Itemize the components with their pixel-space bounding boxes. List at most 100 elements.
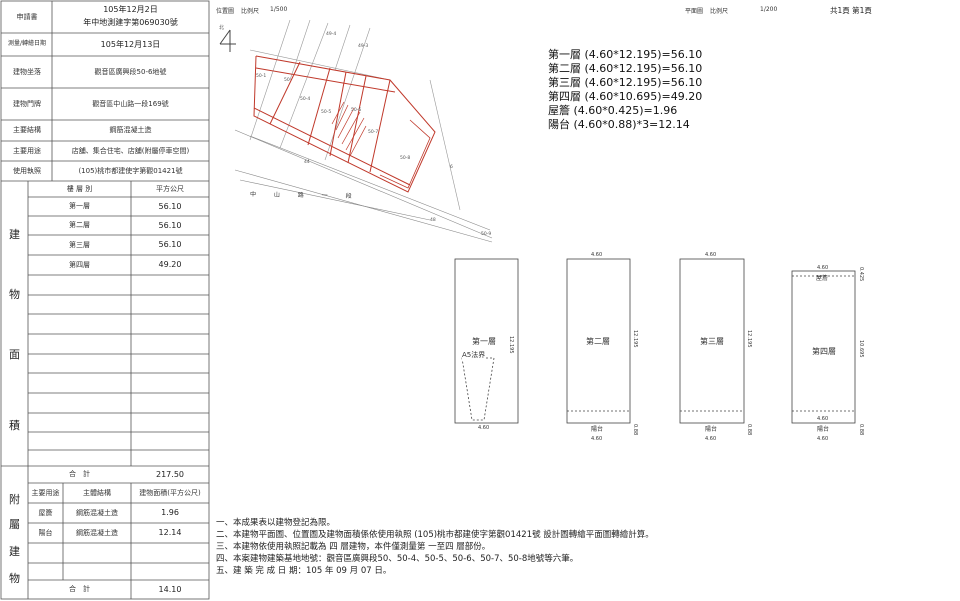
location-map-drawing (234, 20, 493, 243)
location-map-scale-label: 比例尺 (241, 8, 260, 15)
annex-header-use: 主要用途 (31, 488, 60, 497)
annex-total-label: 合 計 (69, 585, 90, 594)
location-map-scale-value: 1/500 (270, 6, 288, 13)
calculations-block: 第一層 (4.60*12.195)=56.10 第二層 (4.60*12.195… (548, 48, 702, 132)
parcel-label-49-3: 49-3 (358, 44, 369, 49)
annex-row-2-use: 陽台 (38, 528, 53, 537)
plan-2-width-bottom: 4.60 (591, 436, 603, 442)
note-5: 五、建 築 完 成 日 期：105 年 09 月 07 日。 (216, 566, 392, 576)
plan-2-width-top: 4.60 (591, 252, 603, 258)
left-table-grid (0, 0, 210, 600)
floor-plans-drawing (454, 258, 856, 424)
annex-row-1-use: 屋簷 (38, 508, 53, 517)
label-building-location: 建物坐落 (13, 67, 41, 76)
value-application-no: 年中地測建字第069030號 (83, 18, 178, 28)
label-use-permit: 使用執照 (13, 166, 41, 175)
plan-3-balcony: 陽台 (705, 426, 718, 433)
floor-row-1-name: 第一層 (69, 202, 90, 211)
plan-4-eave: 屋簷 (816, 275, 829, 282)
page-info: 共1頁 第1頁 (830, 6, 872, 15)
floor-row-2-area: 56.10 (158, 220, 182, 230)
parcel-label-44: 44 (304, 160, 310, 165)
floor-plan-scale-value: 1/200 (760, 6, 778, 13)
plan-3-width-top: 4.60 (705, 252, 717, 258)
plan-2-balcony-depth: 0.88 (632, 424, 638, 436)
area-total-label: 合 計 (69, 470, 90, 479)
side-char-area-1: 建 (9, 227, 20, 241)
side-char-annex-4: 物 (9, 571, 20, 585)
label-house-number: 建物門牌 (13, 99, 41, 108)
parcel-label-50: 50 (284, 78, 290, 83)
calc-line-1: 第一層 (4.60*12.195)=56.10 (548, 48, 703, 61)
parcel-label-48: 48 (430, 218, 436, 223)
plan-4-name: 第四層 (812, 347, 836, 356)
parcel-label-50-5: 50-5 (321, 110, 332, 115)
road-label: 中 山 路 一 段 (249, 191, 360, 200)
parcel-label-50-1: 50-1 (256, 74, 267, 79)
floor-row-4-name: 第四層 (69, 260, 90, 269)
north-arrow-icon (219, 29, 236, 52)
plan-4-width-top: 4.60 (817, 265, 829, 271)
note-4: 四、本案建物建築基地地號：觀音區廣興段50、50-4、50-5、50-6、50-… (216, 554, 579, 564)
floor-row-4-area: 49.20 (158, 260, 182, 270)
value-building-location: 觀音區廣興段50-6地號 (94, 67, 167, 76)
label-survey-date: 測量/轉繪日期 (7, 40, 47, 48)
floor-row-3-name: 第三層 (69, 240, 90, 249)
value-survey-date: 105年12月13日 (100, 39, 161, 49)
value-house-number: 觀音區中山路一段169號 (92, 99, 169, 108)
floor-row-1-area: 56.10 (158, 201, 182, 211)
side-char-annex-1: 附 (9, 492, 20, 506)
plan-1-name: 第一層 (472, 337, 496, 346)
annex-total-value: 14.10 (158, 584, 182, 594)
plan-1-width: 4.60 (478, 425, 490, 431)
note-1: 一、本成果表以建物登記為限。 (216, 518, 336, 528)
plan-3-balcony-depth: 0.88 (746, 424, 752, 436)
parcel-label-49-4: 49-4 (326, 32, 337, 37)
plan-2-name: 第二層 (586, 337, 610, 346)
note-2: 二、本建物平面圖、位置圖及建物面積係依使用執照 (105)桃市都建使字第觀014… (216, 530, 654, 540)
left-table: 申請書 105年12月2日 年中地測建字第069030號 測量/轉繪日期 105… (0, 0, 210, 601)
note-3: 三、本建物依使用執照記載為 四 層建物，本件僅測量第 一至四 層部份。 (216, 542, 491, 552)
plan-1-depth: 12.195 (508, 336, 514, 354)
side-char-annex-3: 建 (9, 544, 20, 558)
plan-4-balcony: 陽台 (817, 426, 830, 433)
location-map-title: 位置圖 (216, 8, 235, 15)
plan-4-width-bottom: 4.60 (817, 436, 829, 442)
header-area: 平方公尺 (156, 184, 184, 193)
annex-row-2-area: 12.14 (158, 528, 182, 538)
notes-block: 一、本成果表以建物登記為限。 二、本建物平面圖、位置圖及建物面積係依使用執照 (… (216, 517, 654, 577)
plan-2-balcony: 陽台 (591, 426, 604, 433)
plan-3-depth: 12.195 (746, 330, 752, 348)
annex-row-1-struct: 鋼筋混凝土造 (76, 508, 118, 517)
annex-row-1-area: 1.96 (161, 508, 179, 518)
side-char-area-4: 積 (9, 418, 20, 432)
plan-4-balcony-depth: 0.88 (858, 424, 864, 436)
annex-header-struct: 主體結構 (83, 488, 111, 497)
side-char-area-2: 物 (9, 287, 20, 301)
plan-4-width-mid: 4.60 (817, 416, 829, 422)
value-application-date: 105年12月2日 (103, 5, 158, 15)
annex-header-area: 建物面積(平方公尺) (139, 488, 201, 497)
plan-2-depth: 12.195 (632, 330, 638, 348)
floor-plan-scale-label: 比例尺 (710, 8, 729, 15)
calc-line-2: 第二層 (4.60*12.195)=56.10 (548, 62, 703, 75)
value-use-permit: (105)桃市都建使字第觀01421號 (78, 166, 183, 175)
plan-3-name: 第三層 (700, 337, 724, 346)
annex-row-2-struct: 鋼筋混凝土造 (76, 528, 118, 537)
north-label: 北 (219, 25, 225, 31)
plan-4-eave-depth: 0.425 (858, 267, 864, 282)
value-main-structure: 鋼筋混凝土造 (109, 126, 152, 135)
area-total-value: 217.50 (156, 469, 184, 479)
label-main-structure: 主要結構 (13, 126, 41, 135)
calc-line-3: 第三層 (4.60*12.195)=56.10 (548, 76, 703, 89)
floor-row-2-name: 第二層 (69, 221, 90, 230)
side-char-area-3: 面 (9, 347, 20, 361)
parcel-label-50-4: 50-4 (300, 97, 311, 102)
value-main-use: 店舖、集合住宅、店舖(附屬停車空間) (71, 146, 190, 155)
floor-row-3-area: 56.10 (158, 240, 182, 250)
label-main-use: 主要用途 (13, 146, 41, 155)
calc-line-5: 屋簷 (4.60*0.425)=1.96 (548, 104, 678, 117)
parcel-label-50-7: 50-7 (368, 130, 379, 135)
parcel-label-50-8: 50-8 (400, 156, 411, 161)
plan-4-depth: 10.695 (858, 340, 864, 358)
